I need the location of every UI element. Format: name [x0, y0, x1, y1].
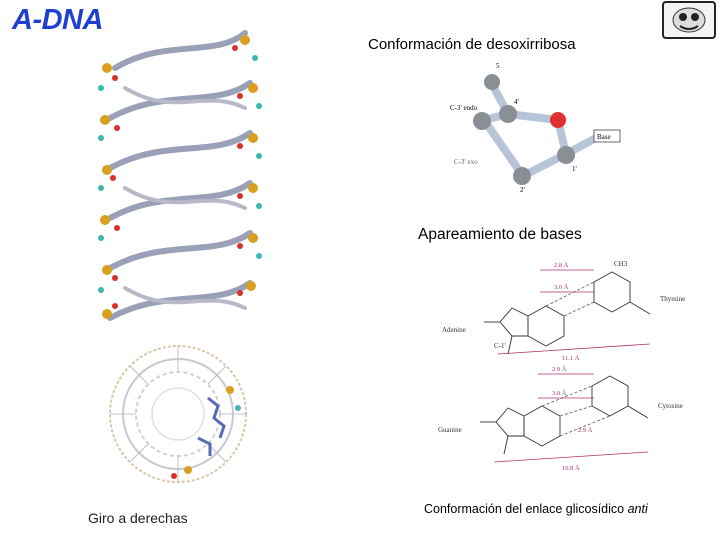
helix-backbone [107, 30, 253, 321]
university-logo [662, 1, 716, 39]
nitrogen-atoms [98, 55, 262, 293]
atom-label-1: 1' [572, 165, 577, 173]
anti-emphasis: anti [627, 502, 648, 516]
oxygen-atoms [110, 45, 243, 309]
atom-label-5: 5 [496, 62, 500, 70]
highlighted-nucleotides [197, 396, 226, 456]
c1-label-adenine: C-1' [494, 342, 506, 350]
guanine-label: Guanine [438, 426, 462, 434]
base-label: Base [597, 133, 611, 141]
base-pairing-caption: Apareamiento de bases [418, 226, 582, 243]
dist-at-mid: 3.0 Å [554, 283, 569, 291]
atom-label-2: 2' [520, 186, 525, 194]
dist-gc-top: 2.9 Å [552, 365, 567, 373]
methyl-label: CH3 [614, 260, 628, 268]
atom-label-4: 4' [514, 98, 519, 106]
c3-endo-label: C-3' endo [450, 104, 478, 112]
base-pair-diagram: 2.8 Å 3.0 Å 11.1 Å 2.9 Å 3.0 Å 2.9 Å 10.… [438, 260, 685, 472]
right-handed-caption: Giro a derechas [88, 510, 188, 526]
phosphate-groups [100, 35, 258, 319]
glycosidic-caption-text: Conformación del enlace glicosídico [424, 502, 628, 516]
dist-at-top: 2.8 Å [554, 261, 569, 269]
c3-exo-label: C-3' exo [454, 158, 478, 166]
dist-gc-mid: 3.0 Å [552, 389, 567, 397]
dist-gc-low: 2.9 Å [578, 426, 593, 434]
dist-at-long: 11.1 Å [562, 354, 580, 362]
cytosine-label: Cytosine [658, 402, 683, 410]
page-title: A-DNA [12, 4, 103, 36]
a-dna-helix-model [98, 30, 262, 321]
glycosidic-caption: Conformación del enlace glicosídico anti [424, 502, 648, 516]
thymine-label: Thymine [660, 295, 685, 303]
adenine-label: Adenine [442, 326, 466, 334]
sugar-conformation-caption: Conformación de desoxirribosa [368, 36, 576, 53]
helix-axial-view [109, 345, 247, 483]
deoxyribose-diagram: 5 4' 1' 2' C-3' endo C-3' exo Base [450, 62, 621, 194]
dist-gc-long: 10.8 Å [562, 464, 580, 472]
